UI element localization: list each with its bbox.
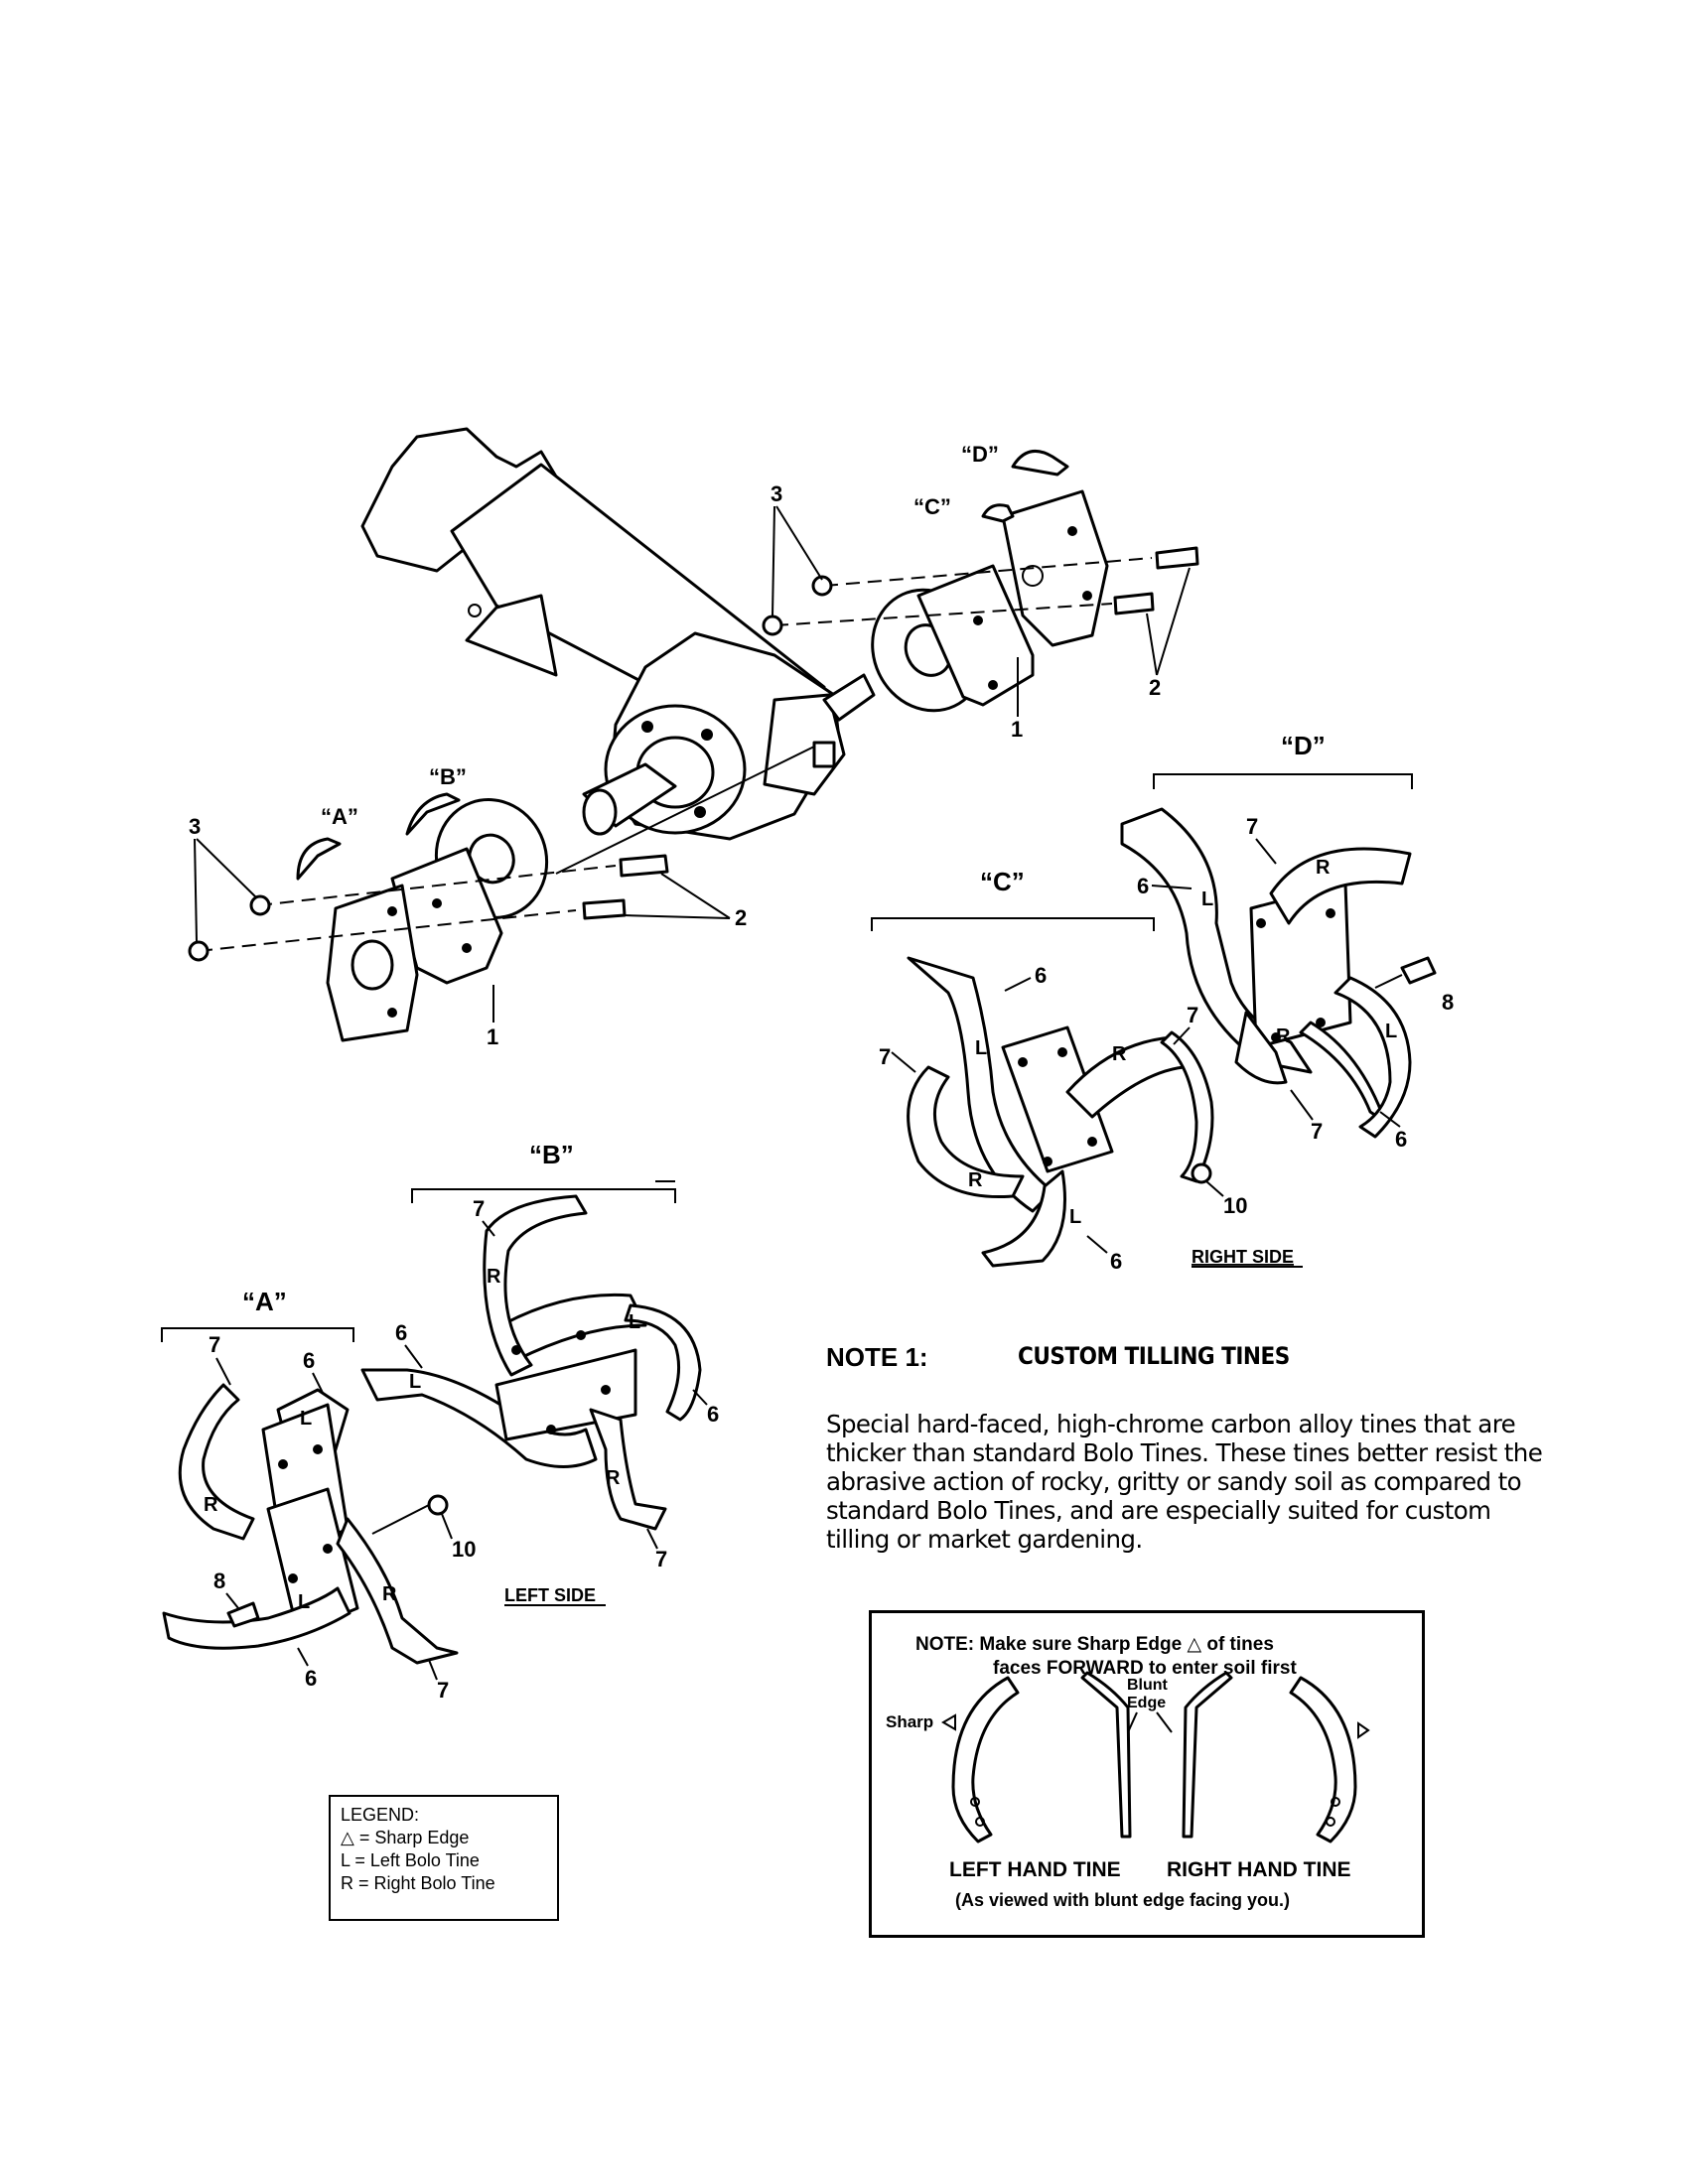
- tine-group-d: “D” L R R L 6 7 8 7 6: [1120, 731, 1454, 1152]
- svg-text:R: R: [382, 1583, 397, 1605]
- note1-line: thicker than standard Bolo Tines. These …: [826, 1438, 1543, 1467]
- svg-text:RIGHT HAND TINE: RIGHT HAND TINE: [1167, 1858, 1351, 1881]
- left-hub-assembly: [188, 792, 669, 1042]
- svg-text:6: 6: [305, 1666, 317, 1691]
- svg-text:7: 7: [1311, 1119, 1323, 1144]
- svg-text:faces FORWARD to enter soil fi: faces FORWARD to enter soil first: [993, 1658, 1297, 1679]
- svg-text:“B”: “B”: [529, 1140, 574, 1169]
- svg-text:8: 8: [213, 1569, 225, 1593]
- svg-text:3: 3: [771, 481, 782, 506]
- svg-text:6: 6: [707, 1402, 719, 1427]
- note1-title: NOTE 1:: [826, 1342, 928, 1372]
- svg-text:L: L: [1069, 1206, 1081, 1228]
- svg-text:7: 7: [437, 1678, 449, 1703]
- svg-text:7: 7: [1187, 1003, 1198, 1027]
- svg-text:L: L: [1385, 1021, 1397, 1042]
- svg-text:“D”: “D”: [1281, 731, 1326, 760]
- svg-text:“C”: “C”: [980, 867, 1025, 896]
- svg-text:7: 7: [1246, 814, 1258, 839]
- svg-text:10: 10: [1223, 1193, 1247, 1218]
- note1-heading: CUSTOM TILLING TINES: [1018, 1342, 1290, 1370]
- svg-text:7: 7: [655, 1547, 667, 1571]
- svg-text:1: 1: [487, 1024, 498, 1049]
- sharp-edge-note-drawings: NOTE: Make sure Sharp Edge △ of tines fa…: [886, 1634, 1370, 1910]
- note1-body: Special hard-faced, high-chrome carbon a…: [826, 1410, 1543, 1554]
- svg-text:“B”: “B”: [429, 764, 467, 789]
- svg-text:L: L: [975, 1037, 987, 1059]
- legend-box: LEGEND: △ = Sharp Edge L = Left Bolo Tin…: [329, 1795, 559, 1921]
- svg-text:8: 8: [1442, 990, 1454, 1015]
- svg-text:Edge: Edge: [1127, 1695, 1166, 1711]
- svg-text:3: 3: [189, 814, 201, 839]
- svg-text:R: R: [487, 1266, 501, 1288]
- note1-line: standard Bolo Tines, and are especially …: [826, 1496, 1491, 1525]
- legend-entry: R = Right Bolo Tine: [341, 1873, 495, 1893]
- svg-text:Blunt: Blunt: [1127, 1677, 1169, 1694]
- svg-text:6: 6: [1035, 963, 1047, 988]
- svg-text:7: 7: [209, 1332, 220, 1357]
- note1-line: Special hard-faced, high-chrome carbon a…: [826, 1410, 1516, 1438]
- svg-text:LEFT HAND TINE: LEFT HAND TINE: [949, 1858, 1121, 1881]
- svg-text:“C”: “C”: [913, 494, 951, 519]
- svg-text:R: R: [968, 1169, 983, 1191]
- svg-text:L: L: [1201, 888, 1213, 910]
- svg-text:R: R: [606, 1467, 621, 1489]
- sharp-edge-note-box: [869, 1610, 1425, 1938]
- note1-line: abrasive action of rocky, gritty or sand…: [826, 1467, 1522, 1496]
- svg-text:2: 2: [1149, 675, 1161, 700]
- svg-text:6: 6: [395, 1320, 407, 1345]
- legend-entry: △ = Sharp Edge: [341, 1828, 470, 1847]
- svg-text:10: 10: [452, 1537, 476, 1562]
- svg-text:(As viewed with blunt edge fac: (As viewed with blunt edge facing you.): [955, 1890, 1290, 1910]
- right-hub-assembly: [762, 449, 1199, 713]
- top-callouts: “D” “C” “B” “A” 3 2 1 3 2 1: [189, 442, 1191, 1049]
- note1-line: tilling or market gardening.: [826, 1525, 1143, 1554]
- svg-text:7: 7: [879, 1044, 891, 1069]
- svg-text:“A”: “A”: [321, 804, 358, 829]
- svg-text:6: 6: [1137, 874, 1149, 898]
- svg-text:Sharp: Sharp: [886, 1712, 933, 1731]
- svg-text:2: 2: [735, 905, 747, 930]
- tine-group-c: “C” L R R L 6 7 7 6 10 RIGHT SIDE: [871, 867, 1303, 1274]
- svg-text:6: 6: [303, 1348, 315, 1373]
- legend-title: LEGEND:: [341, 1805, 420, 1825]
- svg-text:“A”: “A”: [242, 1287, 287, 1316]
- svg-text:L: L: [629, 1311, 640, 1333]
- svg-text:1: 1: [1011, 717, 1023, 742]
- svg-text:R: R: [204, 1494, 218, 1516]
- svg-text:L: L: [300, 1408, 312, 1430]
- tine-group-b: “B” R L L R 7 6 6 7: [360, 1140, 719, 1571]
- svg-text:“D”: “D”: [961, 442, 999, 467]
- svg-text:NOTE: Make sure Sharp Edge △: NOTE: Make sure Sharp Edge △ of tines: [915, 1634, 1274, 1655]
- legend-entry: L = Left Bolo Tine: [341, 1850, 480, 1870]
- svg-text:R: R: [1112, 1043, 1127, 1065]
- svg-text:RIGHT SIDE: RIGHT SIDE: [1192, 1247, 1294, 1267]
- svg-text:6: 6: [1110, 1249, 1122, 1274]
- svg-text:L: L: [409, 1371, 421, 1393]
- svg-text:6: 6: [1395, 1127, 1407, 1152]
- tine-group-a: “A” L R L R 7 6 8 6 7 10 LEFT SIDE: [161, 1287, 606, 1703]
- svg-text:R: R: [1276, 1025, 1291, 1047]
- svg-text:7: 7: [473, 1196, 485, 1221]
- svg-text:LEFT SIDE: LEFT SIDE: [504, 1585, 596, 1605]
- svg-text:R: R: [1316, 857, 1331, 879]
- svg-text:L: L: [298, 1591, 310, 1613]
- transmission-housing: [360, 427, 876, 875]
